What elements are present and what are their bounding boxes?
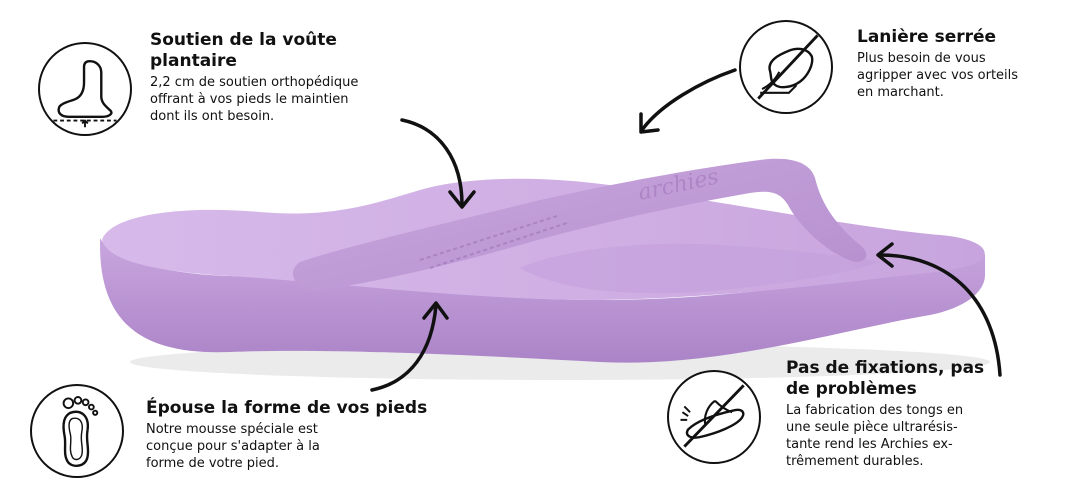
footprint-icon (62, 396, 99, 468)
ground-shadow (130, 344, 990, 380)
footbed (520, 243, 880, 294)
no-toe-grip-icon (757, 34, 819, 100)
strap (292, 158, 867, 291)
no-broken-strap-icon (680, 384, 745, 448)
arch-icon-circle (38, 42, 132, 136)
sole-side (100, 238, 985, 363)
feature-title: Épouse la forme de vos pieds (146, 398, 428, 418)
feature-title: Lanière serrée (857, 27, 997, 47)
foam-icon-circle (30, 384, 124, 478)
foot-arch-icon (53, 60, 117, 128)
strap-icon-circle (739, 20, 833, 114)
feature-foam-molding: Épouse la forme de vos pieds Notre mouss… (146, 398, 427, 472)
strap-emboss (419, 214, 571, 269)
one-piece-icon-circle (667, 370, 761, 464)
